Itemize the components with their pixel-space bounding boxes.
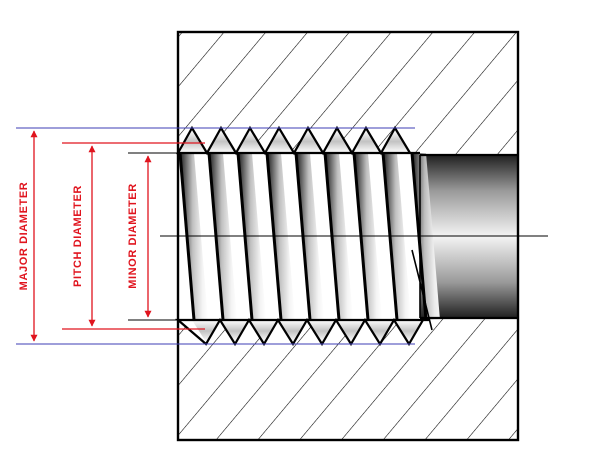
thread-crest-top <box>381 130 410 153</box>
thread-crest-bottom <box>192 320 220 342</box>
dimension-arrows <box>30 130 152 342</box>
thread-crest-bottom <box>250 320 278 342</box>
minor-diameter-label: MINOR DIAMETER <box>127 183 139 289</box>
thread-crest-top <box>323 130 352 153</box>
thread-crest-bottom <box>308 320 336 342</box>
thread-crest-top <box>352 130 381 153</box>
thread-crest-top <box>178 130 207 153</box>
thread-crest-top <box>207 130 236 153</box>
thread-crest-top <box>236 130 265 153</box>
pitch-diameter-label: PITCH DIAMETER <box>72 185 84 287</box>
major-diameter-label: MAJOR DIAMETER <box>18 182 30 291</box>
thread-crest-top <box>294 130 323 153</box>
thread-crest-bottom <box>395 320 423 342</box>
thread-crest-bottom <box>279 320 307 342</box>
thread-crest-bottom <box>337 320 365 342</box>
thread-crest-bottom <box>221 320 249 342</box>
thread-crest-top <box>265 130 294 153</box>
thread-crest-bottom <box>366 320 394 342</box>
extension-lines <box>16 127 415 345</box>
